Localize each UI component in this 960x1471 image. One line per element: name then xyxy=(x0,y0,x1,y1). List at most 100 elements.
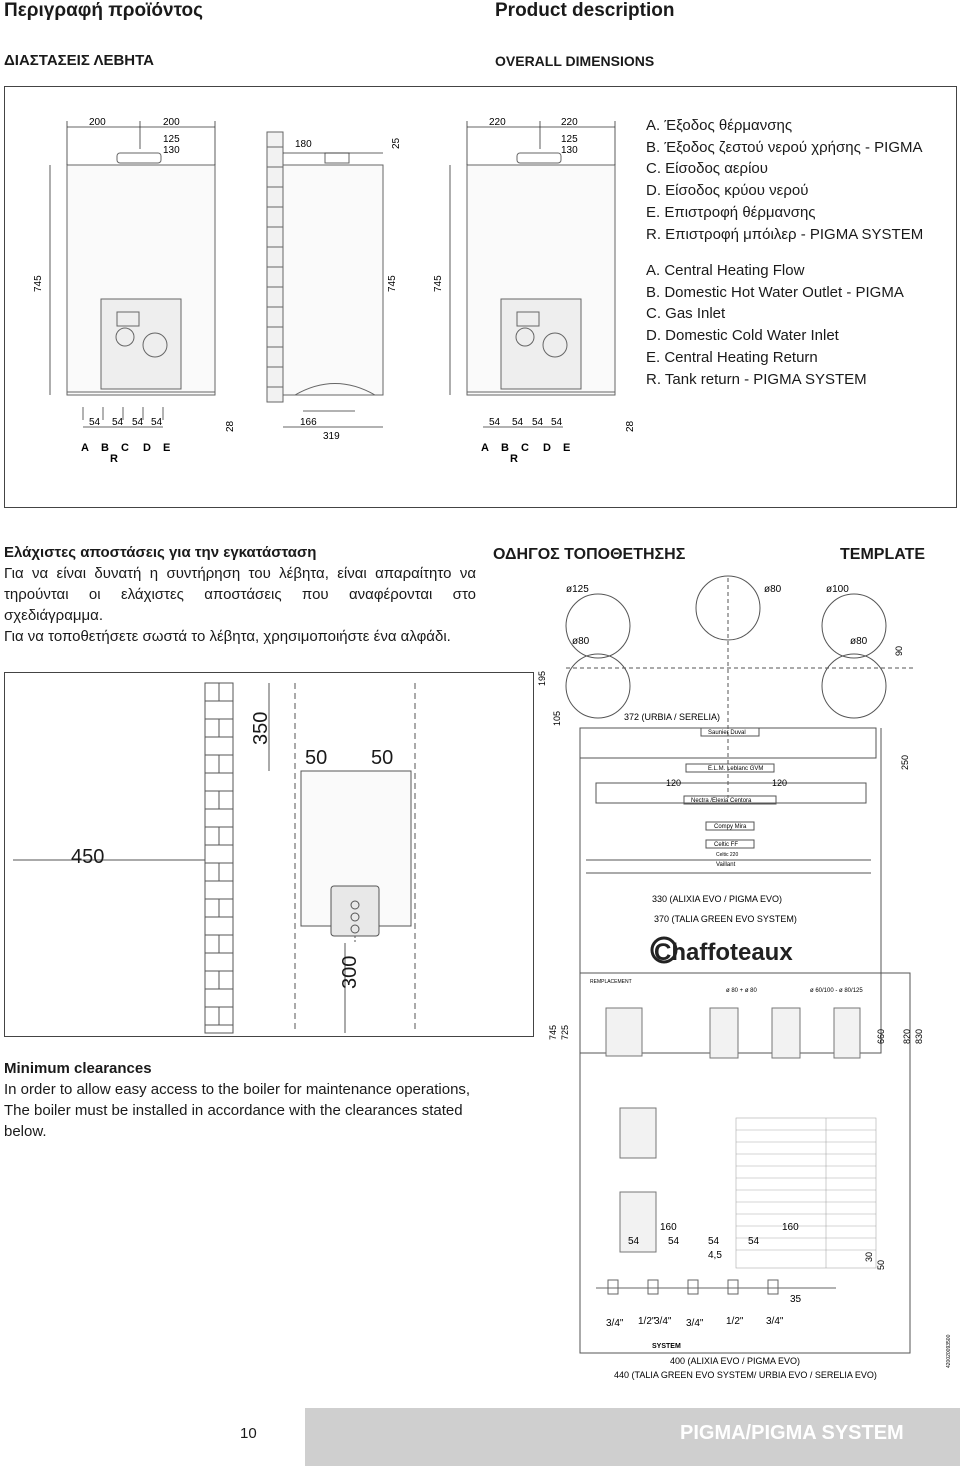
dim-745-right: 745 xyxy=(433,275,444,292)
label-b-left: B xyxy=(101,442,109,454)
label-b-right: B xyxy=(501,442,509,454)
clearances-english: Minimum clearances In order to allow eas… xyxy=(4,1058,474,1142)
dim-220-left: 220 xyxy=(489,117,506,128)
clearances-text-gr: Για να είναι δυνατή η συντήρηση του λέβη… xyxy=(4,565,476,624)
dim-200-left: 200 xyxy=(89,117,106,128)
flue-label-60-100: ø 60/100 - ø 80/125 xyxy=(810,988,863,994)
dim-35: 35 xyxy=(790,1294,802,1305)
dim-745-template: 745 xyxy=(548,1025,558,1040)
legend-gr-d: D. Είσοδος κρύου νερού xyxy=(646,182,809,200)
template-code: 420020093500 xyxy=(946,1334,952,1368)
fitting-3-4-c: 3/4" xyxy=(686,1318,704,1329)
dim-54-6: 54 xyxy=(512,417,524,428)
dim-130-right: 130 xyxy=(561,145,578,156)
dim-166: 166 xyxy=(300,417,317,428)
label-r-left: R xyxy=(110,453,118,465)
dim-125-right: 125 xyxy=(561,134,578,145)
clearances-text2-gr: Για να τοποθετήσετε σωστά το λέβητα, χρη… xyxy=(4,628,451,645)
dim-372: 372 (URBIA / SERELIA) xyxy=(624,712,720,722)
label-a-left: A xyxy=(81,442,89,454)
brand-vaillant: Vaillant xyxy=(716,862,736,868)
footer-product: PIGMA/PIGMA SYSTEM xyxy=(680,1422,904,1444)
template-drawing: ø125 ø80 ø100 ø80 ø80 90 195 105 250 372… xyxy=(537,575,952,1380)
page-title-gr: Περιγραφή προϊόντος xyxy=(4,0,204,21)
dim-4-5: 4,5 xyxy=(708,1250,722,1261)
dim-220-right: 220 xyxy=(561,117,578,128)
flue-o80-right: ø80 xyxy=(850,636,868,647)
legend-gr-e: E. Επιστροφή θέρμανσης xyxy=(646,203,816,221)
dim-160-right: 160 xyxy=(782,1222,799,1233)
system-label: SYSTEM xyxy=(652,1343,681,1350)
dim-54-7: 54 xyxy=(532,417,544,428)
template-title-en: TEMPLATE xyxy=(840,546,926,563)
clearances-greek: Ελάχιστες αποστάσεις για την εγκατάσταση… xyxy=(4,542,476,647)
fitting-3-4-a: 3/4" xyxy=(606,1318,624,1329)
clearance-drawing xyxy=(13,682,416,1034)
label-c-left: C xyxy=(121,442,129,454)
legend-en-a: A. Central Heating Flow xyxy=(646,262,805,279)
footer-bar xyxy=(305,1408,960,1466)
page-number: 10 xyxy=(240,1425,257,1442)
clearance-front-450: 450 xyxy=(71,846,105,868)
legend-en-d: D. Domestic Cold Water Inlet xyxy=(646,327,839,345)
fitting-3-4-d: 3/4" xyxy=(766,1316,784,1327)
brand-saunier: Saunier Duval xyxy=(708,730,746,736)
boiler-front-left xyxy=(66,152,216,420)
dim-440: 440 (TALIA GREEN EVO SYSTEM/ URBIA EVO /… xyxy=(614,1370,877,1380)
legend-gr-c: C. Είσοδος αερίου xyxy=(646,160,768,178)
dim-54-4: 54 xyxy=(151,417,163,428)
dimensions-drawing: 200 200 125 130 745 54 54 54 54 A B C D … xyxy=(33,117,636,465)
dim-180: 180 xyxy=(295,139,312,150)
dim-195: 195 xyxy=(537,671,547,686)
brand-celtic-220: Celtic 220 xyxy=(716,852,738,858)
label-d-left: D xyxy=(143,442,151,454)
label-a-right: A xyxy=(481,442,489,454)
label-r-right: R xyxy=(510,453,518,465)
legend-greek: A. Έξοδος θέρμανσης B. Έξοδος ζεστού νερ… xyxy=(646,115,923,245)
clearances-text-en: In order to allow easy access to the boi… xyxy=(4,1081,471,1140)
fitting-1-2-a: 1/2" xyxy=(638,1316,656,1327)
legend-gr-r: R. Επιστροφή μπόιλερ - PIGMA SYSTEM xyxy=(646,225,924,243)
dim-160-left: 160 xyxy=(660,1222,677,1233)
label-d-right: D xyxy=(543,442,551,454)
legend-english: A. Central Heating Flow B. Domestic Hot … xyxy=(646,260,904,390)
clearance-bottom-300: 300 xyxy=(339,955,361,989)
dim-54-8: 54 xyxy=(551,417,563,428)
dim-370: 370 (TALIA GREEN EVO SYSTEM) xyxy=(654,914,797,924)
template-lower-panel xyxy=(579,972,911,1354)
replacement-label: REMPLACEMENT xyxy=(590,979,632,985)
dim-745-left: 745 xyxy=(33,275,44,292)
clearance-left-50: 50 xyxy=(305,747,328,769)
dim-54-5: 54 xyxy=(489,417,501,428)
dim-54-2: 54 xyxy=(112,417,124,428)
label-e-left: E xyxy=(163,442,170,454)
label-c-right: C xyxy=(521,442,529,454)
chaffoteaux-emblem xyxy=(650,936,678,964)
dim-660: 660 xyxy=(876,1029,886,1044)
legend-en-e: E. Central Heating Return xyxy=(646,348,818,366)
dim-30: 30 xyxy=(864,1252,874,1262)
fitting-1-2-b: 1/2" xyxy=(726,1316,744,1327)
dim-820: 820 xyxy=(902,1029,912,1044)
boiler-front-right xyxy=(466,152,616,396)
dim-50: 50 xyxy=(876,1260,886,1270)
page-title-en: Product description xyxy=(495,0,675,21)
legend-gr-b: B. Έξοδος ζεστού νερού χρήσης - PIGMA xyxy=(646,138,923,156)
replacement-table xyxy=(735,1117,877,1269)
dim-54-3: 54 xyxy=(132,417,144,428)
flue-o100: ø100 xyxy=(826,584,849,595)
legend-en-r: R. Tank return - PIGMA SYSTEM xyxy=(646,370,867,388)
label-e-right: E xyxy=(563,442,570,454)
flue-o80-left: ø80 xyxy=(572,636,590,647)
flue-o80-top: ø80 xyxy=(764,584,782,595)
dim-319: 319 xyxy=(323,431,340,442)
replacement-boilers xyxy=(605,1007,861,1253)
dim-250: 250 xyxy=(900,755,910,770)
boiler-side-view xyxy=(266,131,384,403)
dim-330: 330 (ALIXIA EVO / PIGMA EVO) xyxy=(652,894,782,904)
clearances-title-en: Minimum clearances xyxy=(4,1060,152,1077)
dim-54-t4: 54 xyxy=(748,1236,760,1247)
dim-120-right: 120 xyxy=(772,778,787,788)
dim-54-1: 54 xyxy=(89,417,101,428)
dim-105: 105 xyxy=(552,711,562,726)
